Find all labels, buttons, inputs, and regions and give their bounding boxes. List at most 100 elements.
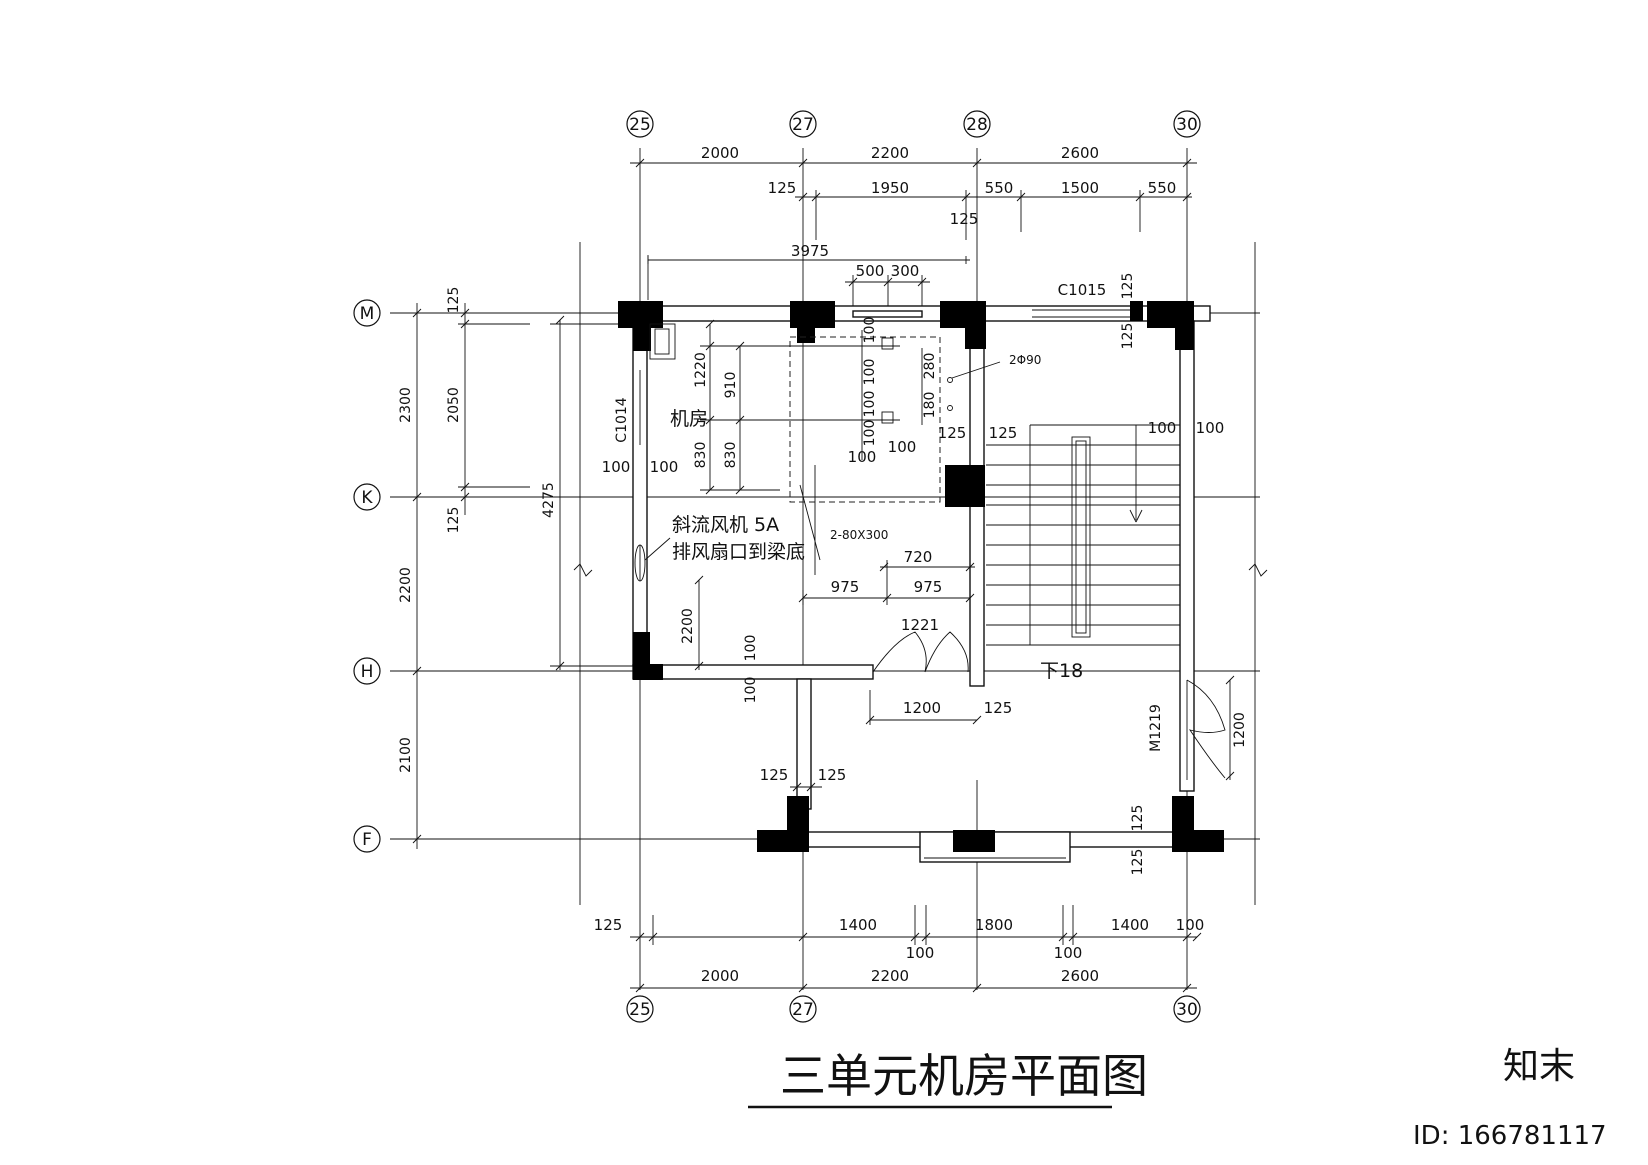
dim-v100d: 100 [862,420,878,447]
dims-bottom: 125 1400 1800 1400 100 100 100 2000 2200… [594,905,1205,993]
dim-stair-100a: 100 [1148,419,1177,437]
dim-bot-1800: 1800 [975,916,1013,934]
axis-28-top: 28 [966,115,988,135]
staircase [986,424,1235,781]
drawing-title: 三单元机房平面图 [748,1049,1148,1109]
door-label-stair: M1219 [1148,704,1164,752]
dim-left-2050: 2050 [446,387,462,423]
dim-col27-125a: 125 [760,766,789,784]
watermark-logo: 知末 [1503,1046,1575,1087]
dim-right-125b: 125 [1130,849,1146,876]
dim-top2-1500: 1500 [1061,179,1099,197]
window-label-left: C1014 [614,397,630,442]
dim-left-2200: 2200 [398,567,414,603]
dim-top-2600: 2600 [1061,144,1099,162]
interior-labels: 机房 C1014 C1015 M1219 1221 斜流风机 5A 排风扇口到梁… [602,273,1248,876]
dim-125-door: 125 [984,699,1013,717]
dim-180: 180 [922,392,938,419]
dim-bot-125: 125 [594,916,623,934]
axis-H: H [361,662,374,682]
room-label: 机房 [670,408,708,430]
dim-left-100a: 100 [602,458,631,476]
title-text: 三单元机房平面图 [780,1049,1148,1103]
dim-v100b: 100 [862,359,878,386]
structural-columns [618,301,1224,852]
axis-25-bottom: 25 [629,1000,651,1020]
dim-bot-sub-100a: 100 [906,944,935,962]
axis-M: M [360,304,375,324]
dim-top2-125: 125 [768,179,797,197]
dim-top2-1950: 1950 [871,179,909,197]
dim-h-100d: 100 [743,677,759,704]
dims-top: 2000 2200 2600 125 1950 550 1500 550 125… [630,144,1197,310]
room-details [634,319,1001,792]
dim-125-wall-a: 125 [938,424,967,442]
dim-bot2-2600: 2600 [1061,967,1099,985]
dim-1200-right: 1200 [1232,712,1248,748]
dim-h100a: 100 [848,448,877,466]
dim-stair-100b: 100 [1196,419,1225,437]
dim-bot2-2000: 2000 [701,967,739,985]
dim-125-wall-b: 125 [989,424,1018,442]
dim-975a: 975 [831,578,860,596]
dim-bot-sub-100b: 100 [1054,944,1083,962]
axis-27-top: 27 [792,115,814,135]
fan-label: 斜流风机 5A [672,514,779,536]
dim-bot-100: 100 [1176,916,1205,934]
axis-bubbles-top: 25 27 28 30 [626,110,1201,138]
stairs-label: 下18 [1040,660,1083,682]
axis-25-top: 25 [629,115,651,135]
dim-300: 300 [891,262,920,280]
dim-2200-inner: 2200 [680,608,696,644]
dim-bot-1400a: 1400 [839,916,877,934]
axis-F: F [362,830,372,850]
dim-bot2-2200: 2200 [871,967,909,985]
dim-1200-door: 1200 [903,699,941,717]
dim-top-2200: 2200 [871,144,909,162]
dims-left: 2300 2200 2100 125 2050 125 4275 [398,287,640,849]
dim-h-100c: 100 [743,635,759,662]
dim-top2-125b: 125 [950,210,979,228]
dim-280: 280 [922,353,938,380]
dim-830b: 830 [723,442,739,469]
axis-30-bottom: 30 [1176,1000,1198,1020]
dim-left-125b: 125 [446,507,462,534]
dim-bot-1400b: 1400 [1111,916,1149,934]
exhaust-label: 排风扇口到梁底 [672,541,805,563]
axis-27-bottom: 27 [792,1000,814,1020]
watermark-id: ID: 166781117 [1413,1121,1607,1151]
axis-30-top: 30 [1176,115,1198,135]
dim-top-2000: 2000 [701,144,739,162]
dim-910: 910 [723,372,739,399]
dim-col27-125b: 125 [818,766,847,784]
dim-v100c: 100 [862,391,878,418]
walls [619,305,1211,863]
dim-top2-550a: 550 [985,179,1014,197]
dim-right-125a: 125 [1130,805,1146,832]
dim-830a: 830 [693,442,709,469]
dim-500: 500 [856,262,885,280]
axis-K: K [361,488,373,508]
door-label-room: 1221 [901,616,939,634]
dim-top-right-125a: 125 [1120,273,1136,300]
pipe-label: 2Φ90 [1009,353,1041,367]
axis-bubbles-left: M K H F [353,299,381,853]
dim-top2-550b: 550 [1148,179,1177,197]
dim-720: 720 [904,548,933,566]
dim-h100b: 100 [888,438,917,456]
dim-v100a: 100 [862,317,878,344]
dim-1220: 1220 [693,352,709,388]
dim-top-right-125b: 125 [1120,323,1136,350]
dim-left-100b: 100 [650,458,679,476]
dim-3975: 3975 [791,242,829,260]
dim-left-4275: 4275 [541,482,557,518]
watermark: 知末 ID: 166781117 [1413,1046,1607,1151]
dim-left-2100: 2100 [398,737,414,773]
duct-label: 2-80X300 [830,528,888,542]
dim-left-125a: 125 [446,287,462,314]
dim-975b: 975 [914,578,943,596]
window-label-top: C1015 [1058,281,1107,299]
axis-bubbles-bottom: 25 27 30 [626,995,1201,1023]
dim-left-2300: 2300 [398,387,414,423]
